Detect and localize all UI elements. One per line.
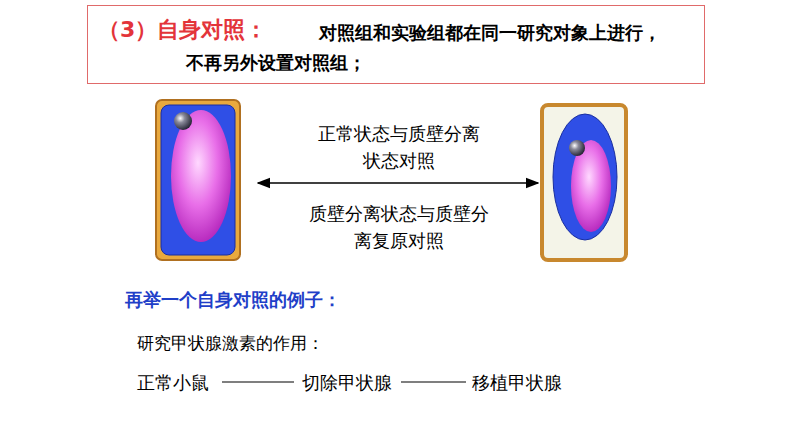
double-arrow xyxy=(258,182,538,184)
example-heading: 再举一个自身对照的例子： xyxy=(125,288,341,312)
arrow-label: 正常状态与质壁分离 状态对照 xyxy=(313,120,485,174)
example-text: 研究甲状腺激素的作用： xyxy=(137,332,324,355)
section-heading: （3）自身对照： xyxy=(98,15,298,45)
normal-cell xyxy=(156,100,240,260)
step-text: 正常小鼠 xyxy=(137,371,209,395)
heading-box: （3）自身对照：对照组和实验组都在同一研究对象上进行， 不再另外设置对照组； xyxy=(87,5,705,84)
step-text: 移植甲状腺 xyxy=(472,371,562,395)
plasmolysed-cell xyxy=(542,105,626,260)
dash-line xyxy=(401,381,466,382)
step-text: 切除甲状腺 xyxy=(302,371,392,395)
arrow-label: 质壁分离状态与质壁分 离复原对照 xyxy=(304,200,494,254)
dash-line xyxy=(222,381,294,382)
section-body: 对照组和实验组都在同一研究对象上进行， 不再另外设置对照组； xyxy=(186,18,666,78)
